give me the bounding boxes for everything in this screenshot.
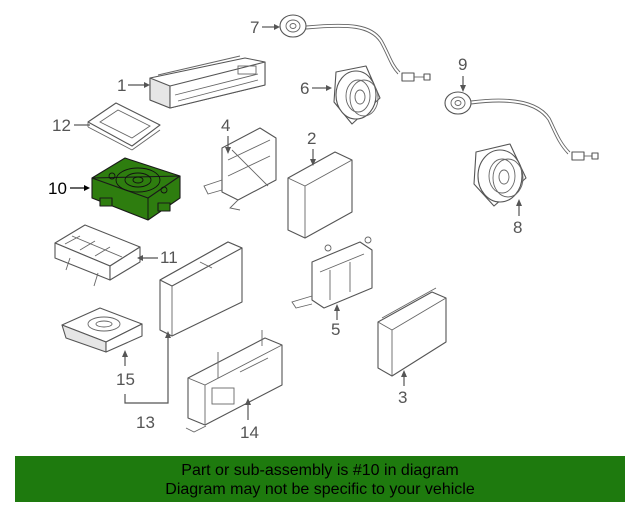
arrow-10 [84, 185, 90, 191]
part-14-frame[interactable] [185, 330, 283, 433]
arrow-4 [225, 147, 231, 154]
part-7-tweeter[interactable] [279, 14, 431, 82]
part-11-bracket[interactable] [54, 224, 141, 287]
arrow-7 [274, 24, 280, 30]
callout-5[interactable]: 5 [331, 320, 340, 339]
callout-6[interactable]: 6 [300, 79, 309, 98]
arrow-15 [122, 350, 128, 357]
arrow-3 [401, 370, 407, 377]
arrow-13 [165, 331, 171, 338]
callout-3[interactable]: 3 [398, 388, 407, 407]
part-4-bracket[interactable] [203, 127, 277, 211]
banner-line-1: Part or sub-assembly is #10 in diagram [181, 462, 459, 479]
arrow-9 [460, 85, 466, 92]
arrow-1 [144, 82, 150, 88]
arrow-8 [516, 199, 522, 206]
part-13-amplifier[interactable] [159, 241, 243, 337]
arrow-2 [310, 159, 316, 166]
callout-7[interactable]: 7 [250, 18, 259, 37]
callout-14[interactable]: 14 [240, 423, 259, 442]
callout-1[interactable]: 1 [117, 76, 126, 95]
callout-4[interactable]: 4 [221, 116, 230, 135]
part-3-module[interactable] [377, 287, 447, 377]
callout-2[interactable]: 2 [307, 129, 316, 148]
arrow-6 [326, 85, 332, 91]
part-12-cover[interactable] [87, 102, 161, 151]
part-2-module[interactable] [287, 151, 353, 239]
part-9-tweeter[interactable] [444, 91, 599, 161]
part-10-subwoofer[interactable] [91, 157, 181, 221]
callout-8[interactable]: 8 [513, 218, 522, 237]
arrow-11 [137, 255, 143, 261]
callout-13[interactable]: 13 [136, 413, 155, 432]
callout-9[interactable]: 9 [458, 55, 467, 74]
banner-line-2: Diagram may not be specific to your vehi… [165, 481, 475, 498]
info-banner: Part or sub-assembly is #10 in diagram D… [15, 456, 625, 502]
leader-13 [124, 335, 169, 404]
arrow-14 [245, 398, 251, 405]
arrow-5 [334, 304, 340, 311]
part-1-head-unit[interactable] [149, 55, 266, 109]
part-8-speaker[interactable] [473, 143, 527, 207]
part-5-bracket[interactable] [291, 236, 373, 309]
callout-15[interactable]: 15 [116, 370, 135, 389]
part-6-speaker[interactable] [333, 65, 381, 125]
callout-10[interactable]: 10 [48, 179, 67, 198]
callout-12[interactable]: 12 [52, 116, 71, 135]
part-15-tray[interactable] [61, 307, 143, 353]
callout-11[interactable]: 11 [160, 248, 178, 267]
parts-diagram: 1 12 10 11 [48, 14, 599, 442]
